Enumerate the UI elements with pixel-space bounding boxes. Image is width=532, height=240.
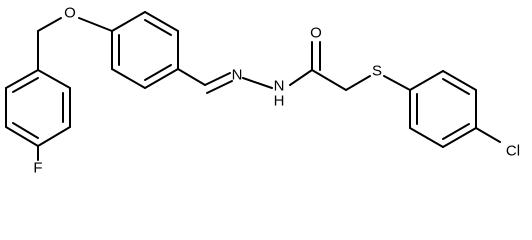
amide-hydrogen-label: H (274, 93, 285, 110)
hydrazone-chain (177, 68, 313, 94)
fluorine-label: F (33, 160, 42, 177)
chemical-structure: O F N N H O S Cl (5, 5, 520, 177)
amide-nitrogen-label: N (274, 78, 285, 95)
ether-oxygen-label: O (64, 5, 76, 22)
carbonyl-oxygen-label: O (310, 25, 322, 42)
phenylene-ring (111, 11, 179, 89)
carbonyl-group (311, 41, 321, 71)
benzyl-ether-linker (37, 17, 113, 71)
sulfur-label: S (372, 63, 382, 80)
chlorophenyl-ring (409, 70, 477, 148)
thioether-linker (311, 69, 411, 91)
chlorine-label: Cl (506, 143, 520, 160)
imine-nitrogen-label: N (232, 67, 243, 84)
fluorobenzyl-ring (5, 69, 71, 147)
ccl-bond (475, 127, 501, 143)
structure-canvas: O F N N H O S Cl (5, 5, 520, 177)
